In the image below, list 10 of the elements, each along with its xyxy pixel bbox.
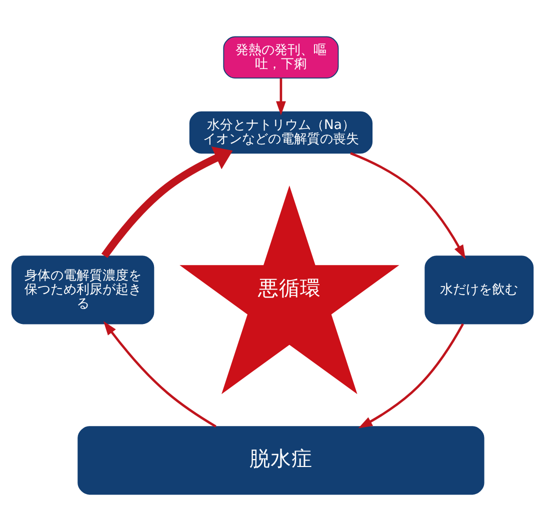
node-box: 脱水症 xyxy=(78,426,484,494)
arrow xyxy=(276,78,286,115)
arrow xyxy=(358,322,464,428)
node-box: 水だけを飲む xyxy=(424,255,534,324)
node-box: 身体の電解質濃度を保つため利尿が起きる xyxy=(11,255,154,324)
arrow xyxy=(350,152,466,259)
arrow xyxy=(101,146,233,258)
arrow xyxy=(103,320,216,427)
node-box: 水分とナトリウム（Na）イオンなどの電解質の喪失 xyxy=(189,110,373,154)
node-box: 発熱の発刊、嘔吐，下痢 xyxy=(223,36,339,78)
